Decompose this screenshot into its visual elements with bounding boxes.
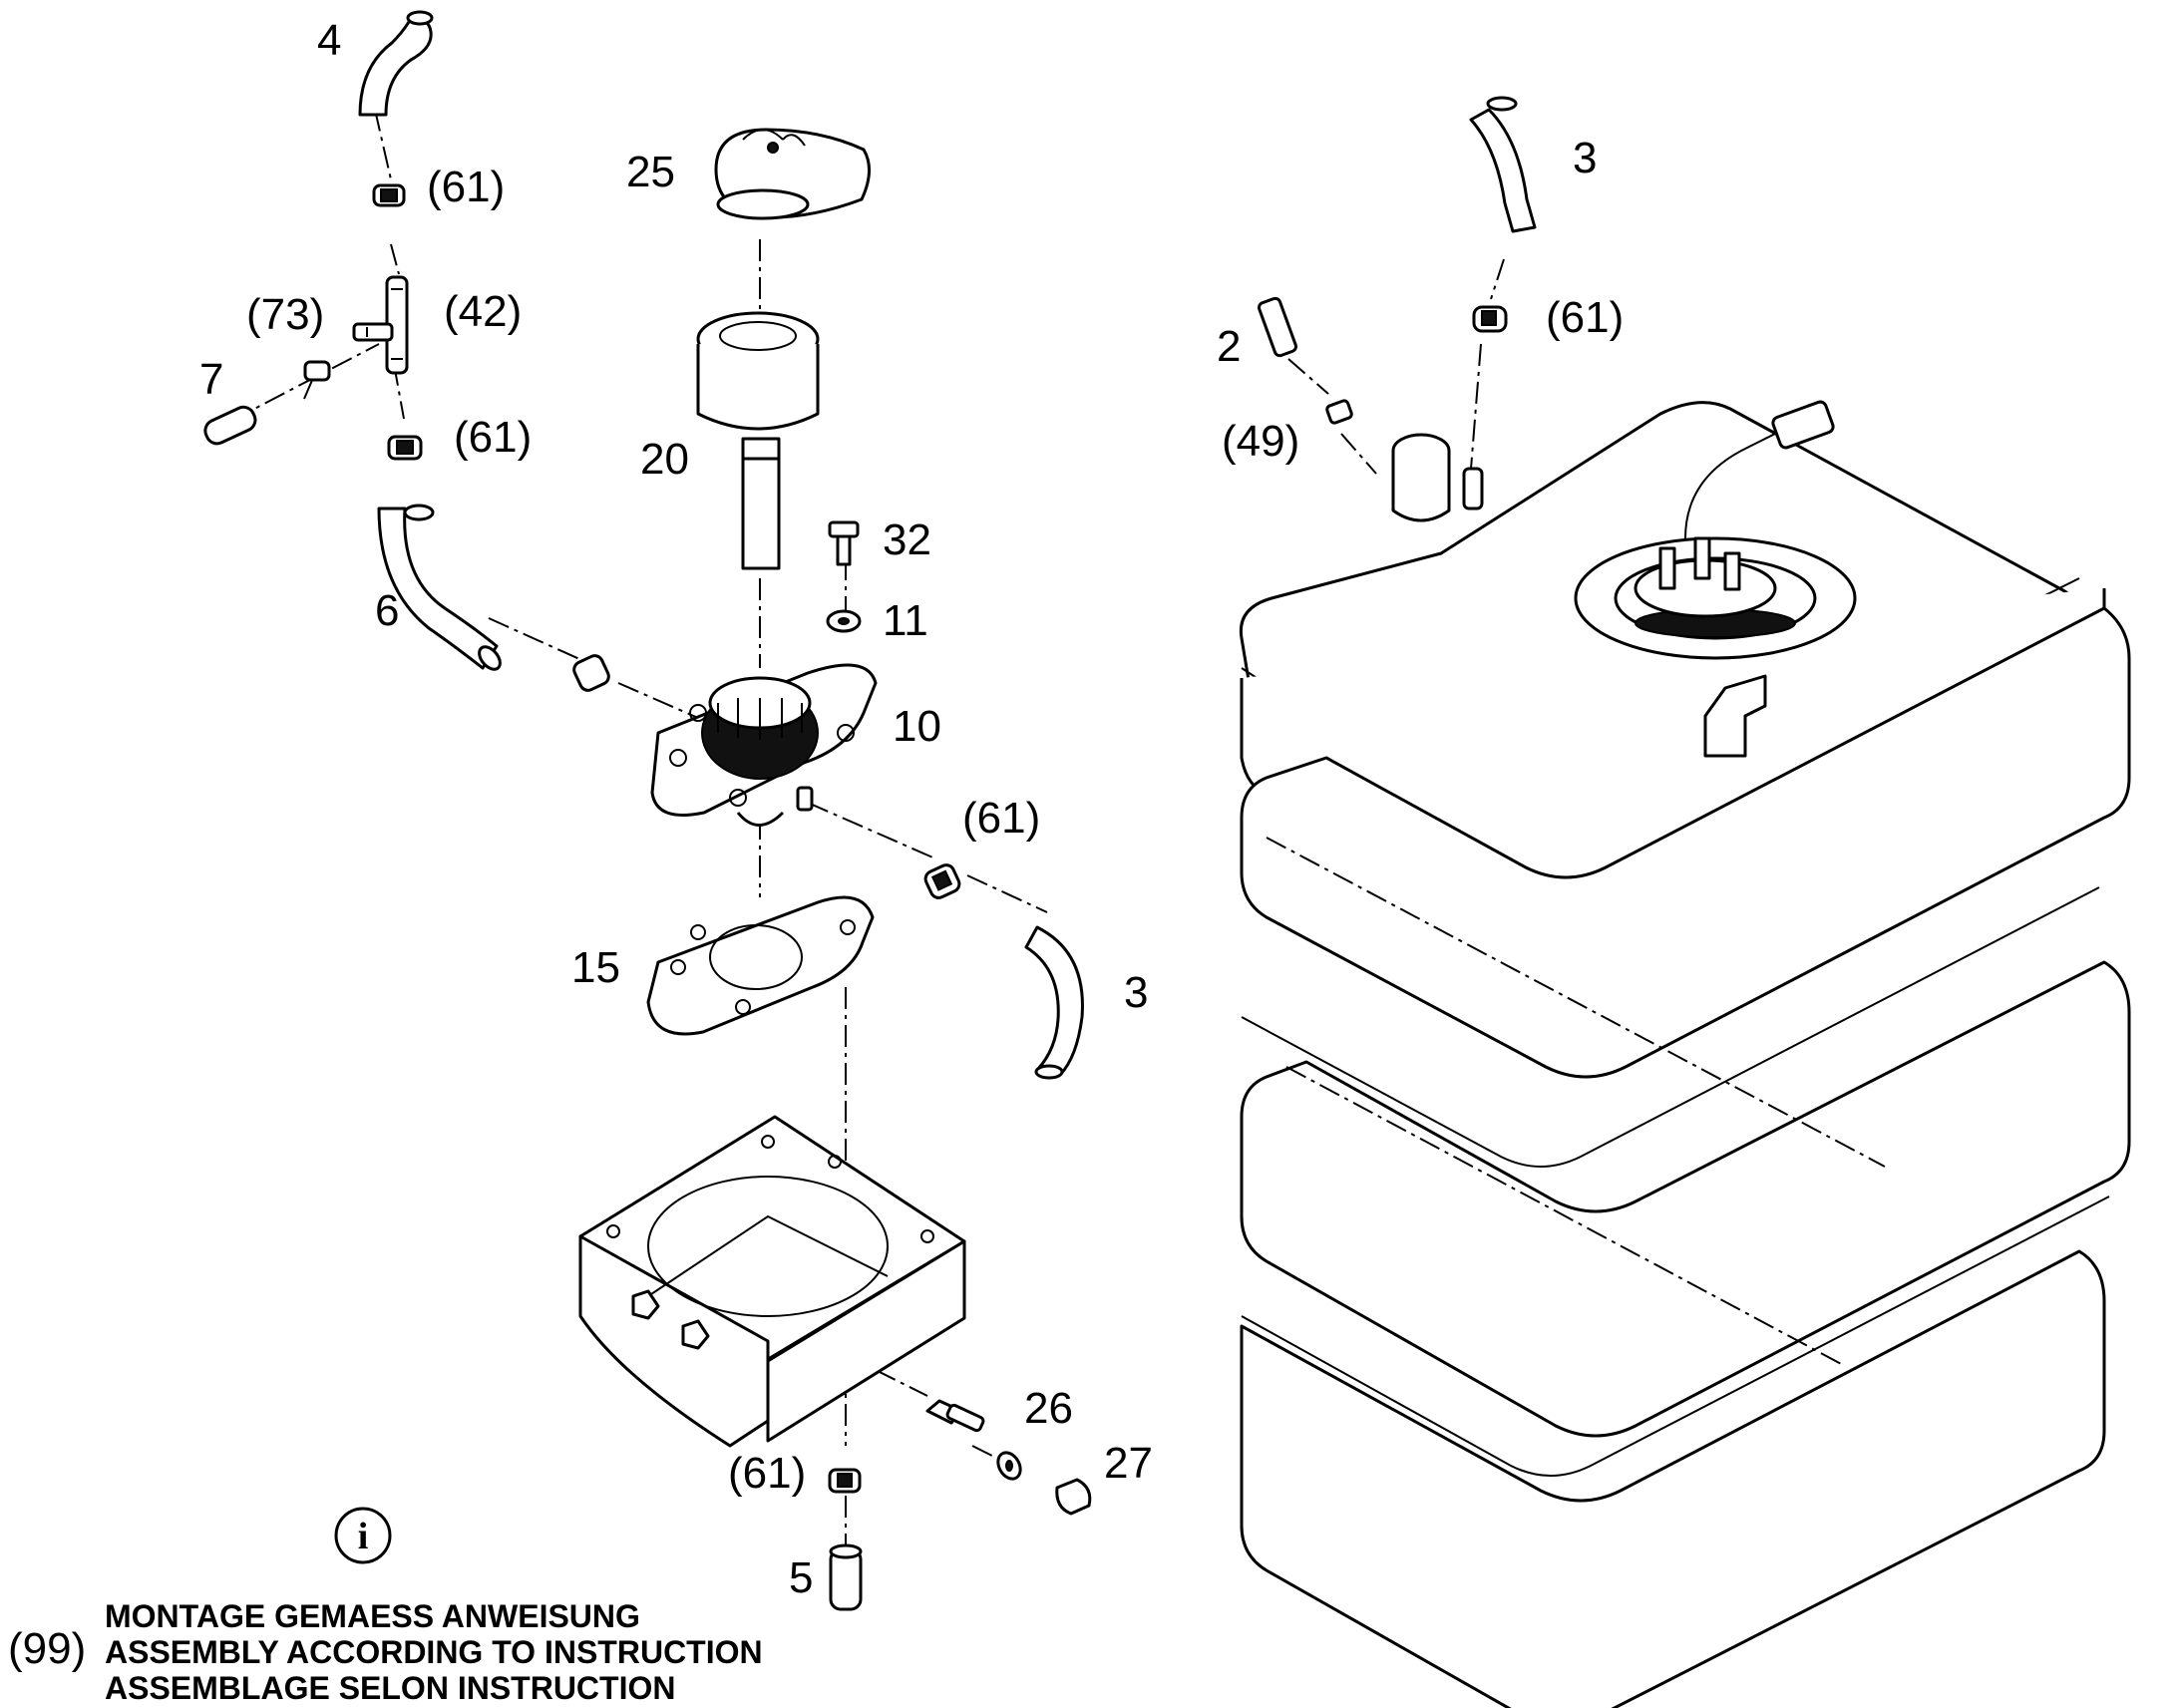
label-part-4: 4 [317, 16, 341, 65]
clamp-61-c [923, 863, 961, 899]
cap-73 [303, 360, 331, 382]
filler-neck-20 [696, 311, 820, 570]
label-part-7: 7 [199, 355, 223, 404]
hose-6 [377, 504, 502, 671]
fuel-tank [1239, 400, 2131, 1708]
clamp-61-d [828, 1468, 862, 1494]
tee-connector-42 [352, 275, 409, 375]
label-part-20: 20 [640, 435, 689, 484]
label-part-61-b: (61) [454, 413, 532, 462]
label-part-5: 5 [789, 1553, 813, 1602]
bolt-32 [828, 520, 860, 566]
washer-11 [826, 609, 862, 633]
info-icon: i [334, 1507, 392, 1564]
label-part-15: 15 [571, 943, 620, 992]
label-part-6: 6 [375, 586, 399, 635]
clamp-61-e [1472, 305, 1508, 333]
gasket-15 [646, 895, 875, 1036]
hose-5 [829, 1543, 863, 1611]
hose-7 [203, 405, 257, 446]
flange-plate-10 [650, 663, 878, 827]
assembly-note: (99) MONTAGE GEMAESS ANWEISUNG ASSEMBLY … [8, 1598, 763, 1706]
label-part-3-right: 3 [1573, 134, 1597, 182]
label-part-2: 2 [1217, 322, 1241, 371]
label-part-61-c: (61) [962, 794, 1040, 843]
label-part-3-left: 3 [1124, 968, 1148, 1017]
label-part-32: 32 [883, 515, 931, 564]
note-line-english: ASSEMBLY ACCORDING TO INSTRUCTION [105, 1634, 763, 1670]
hose-2 [1257, 296, 1298, 358]
filler-cap-25 [714, 128, 871, 220]
clamp-61-c-left [572, 654, 610, 692]
clamp-61-b [387, 435, 423, 461]
label-part-11: 11 [883, 596, 928, 645]
label-part-10: 10 [893, 702, 941, 751]
nut-27 [1055, 1478, 1092, 1516]
label-part-73: (73) [246, 290, 324, 339]
label-part-26: 26 [1024, 1384, 1073, 1433]
svg-text:i: i [358, 1516, 369, 1557]
screw-26 [925, 1399, 985, 1433]
label-part-49: (49) [1222, 417, 1299, 466]
hose-3-left [1024, 925, 1084, 1080]
note-reference-99: (99) [8, 1624, 86, 1673]
note-line-german: MONTAGE GEMAESS ANWEISUNG [105, 1598, 640, 1634]
mounting-bracket [578, 1115, 966, 1448]
note-line-french: ASSEMBLAGE SELON INSTRUCTION [105, 1670, 675, 1706]
label-part-61-e: (61) [1546, 293, 1624, 342]
hose-3-right [1469, 96, 1537, 233]
washer-26 [996, 1451, 1022, 1481]
clip-49 [1325, 399, 1353, 425]
part-labels: 4 (61) (73) (42) 7 (61) 6 25 20 32 11 10… [199, 16, 1624, 1602]
clamp-61-a [372, 183, 406, 207]
label-part-42: (42) [444, 287, 522, 336]
label-part-61-d: (61) [728, 1449, 806, 1498]
label-part-27: 27 [1104, 1439, 1153, 1488]
hose-4 [358, 10, 434, 117]
label-part-25: 25 [626, 148, 675, 196]
label-part-61-a: (61) [427, 163, 505, 211]
